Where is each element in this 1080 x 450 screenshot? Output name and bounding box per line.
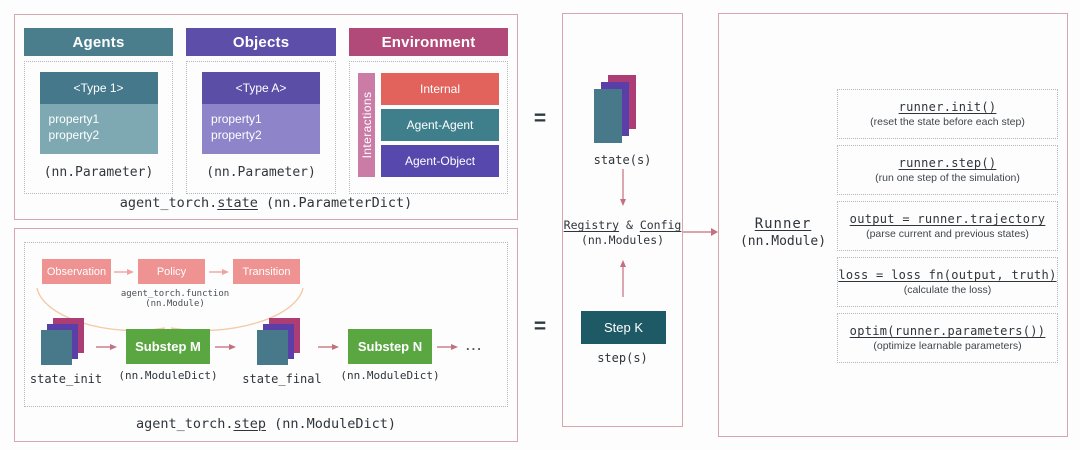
objects-header: Objects [186, 28, 337, 56]
states-stack [594, 75, 636, 143]
arrow-observation-policy-icon [114, 269, 134, 275]
object-properties: property1 property2 [202, 104, 321, 154]
arrow-step-to-registry-icon [620, 260, 626, 297]
row-agent-agent: Agent-Agent [381, 109, 499, 141]
row-internal: Internal [381, 73, 499, 105]
runner-panel: Runner (nn.Module) runner.init() (reset … [718, 13, 1068, 437]
interactions-label: Interactions [359, 91, 374, 159]
agent-type-card: <Type 1> property1 property2 [39, 72, 158, 154]
object-type-label: <Type A> [202, 72, 321, 104]
arrow-substep-m-final-icon [215, 344, 236, 350]
registry-config-line: Registry & Config [563, 218, 682, 232]
substep-n-sub: (nn.ModuleDict) [340, 369, 440, 382]
agents-header: Agents [24, 28, 174, 56]
environment-body: Interactions Internal Agent-Agent Agent-… [349, 61, 508, 194]
step-panel-caption: agent_torch.step (nn.ModuleDict) [135, 416, 397, 432]
transition-box: Transition [233, 259, 300, 284]
interactions-bar: Interactions [358, 73, 376, 177]
method-runner-step: runner.step() (run one step of the simul… [837, 145, 1058, 195]
ellipsis-label: ... [466, 338, 483, 353]
method-optim: optim(runner.parameters()) (optimize lea… [837, 313, 1058, 363]
object-property-1: property1 [211, 112, 262, 126]
arrow-final-substep-n-icon [318, 344, 339, 350]
row-agent-object: Agent-Object [381, 145, 499, 177]
steps-label: step(s) [597, 351, 648, 365]
environment-grid: Interactions Internal Agent-Agent Agent-… [358, 73, 499, 177]
objects-column: Objects <Type A> property1 property2 (nn… [186, 28, 337, 194]
middle-panel: state(s) Registry & Config (nn.Modules) … [562, 13, 683, 427]
arrow-init-substep-m-icon [96, 344, 117, 350]
states-label: state(s) [593, 153, 652, 167]
substep-m-box: Substep M [126, 329, 210, 364]
arrow-registry-to-runner-icon [683, 228, 718, 236]
stack-card-teal [594, 89, 622, 143]
equals-sign-top: = [533, 107, 547, 130]
agents-column: Agents <Type 1> property1 property2 (nn.… [24, 28, 174, 194]
stack-card-teal [41, 330, 72, 365]
runner-label: Runner (nn.Module) [731, 216, 835, 250]
method-runner-init: runner.init() (reset the state before ea… [837, 89, 1058, 139]
substep-m-sub: (nn.ModuleDict) [118, 369, 218, 382]
agent-properties: property1 property2 [39, 104, 158, 154]
step-k-box: Step K [581, 311, 666, 344]
method-loss-fn: loss = loss_fn(output, truth) (calculate… [837, 257, 1058, 307]
arrow-policy-transition-icon [209, 269, 229, 275]
objects-body: <Type A> property1 property2 (nn.Paramet… [186, 61, 337, 194]
state-init-stack [41, 318, 84, 365]
agents-footer: (nn.Parameter) [43, 165, 154, 180]
state-panel-caption: agent_torch.state (nn.ParameterDict) [119, 195, 413, 211]
registry-config-sub: (nn.Modules) [580, 233, 665, 247]
stack-card-teal [257, 330, 288, 365]
agent-type-label: <Type 1> [39, 72, 158, 104]
state-columns: Agents <Type 1> property1 property2 (nn.… [24, 28, 508, 194]
substep-n-box: Substep N [348, 329, 432, 364]
arrow-substep-n-more-icon [437, 344, 458, 350]
equals-sign-bottom: = [533, 315, 547, 338]
runner-title: Runner [754, 216, 812, 232]
arrow-state-to-registry-icon [620, 169, 626, 206]
observation-box: Observation [42, 259, 111, 284]
environment-header: Environment [349, 28, 508, 56]
method-runner-trajectory: output = runner.trajectory (parse curren… [837, 201, 1058, 251]
objects-footer: (nn.Parameter) [206, 165, 316, 180]
agents-body: <Type 1> property1 property2 (nn.Paramet… [24, 61, 174, 194]
state-final-label: state_final [242, 372, 322, 386]
agent-property-1: property1 [48, 112, 100, 126]
object-type-card: <Type A> property1 property2 [202, 72, 321, 154]
state-init-label: state_init [29, 372, 103, 386]
interaction-rows: Internal Agent-Agent Agent-Object [381, 73, 499, 177]
function-caption: agent_torch.function (nn.Module) [120, 289, 230, 309]
runner-methods: runner.init() (reset the state before ea… [837, 89, 1058, 363]
state-final-stack [257, 318, 300, 365]
object-property-2: property2 [211, 128, 262, 142]
step-panel: Observation Policy Transition agent_torc… [14, 228, 518, 442]
agent-property-2: property2 [48, 128, 100, 142]
runner-subtitle: (nn.Module) [739, 234, 827, 249]
state-panel: Agents <Type 1> property1 property2 (nn.… [14, 14, 518, 220]
policy-box: Policy [138, 259, 205, 284]
environment-column: Environment Interactions Internal Agent-… [349, 28, 508, 194]
registry-config-label: Registry & Config (nn.Modules) [559, 218, 686, 248]
step-inner-box: Observation Policy Transition agent_torc… [24, 242, 508, 407]
